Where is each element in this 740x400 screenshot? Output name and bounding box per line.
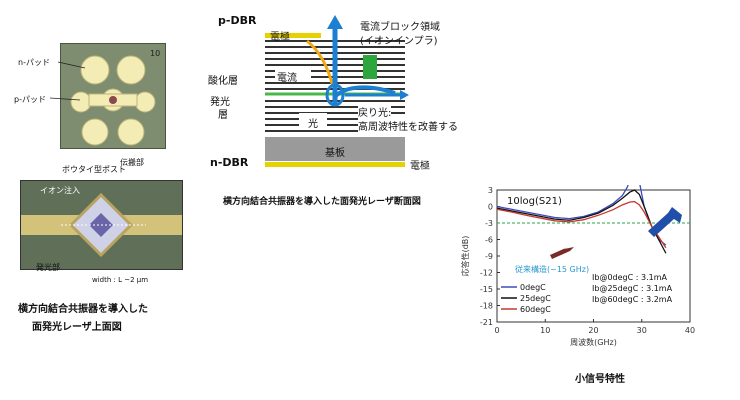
top-electrode-label: 電極: [270, 32, 290, 43]
top-view-caption-1: 横方向結合共振器を導入した: [18, 304, 148, 315]
legend-label-60degC: 60degC: [520, 305, 551, 314]
red-highlight-arrow: [550, 247, 574, 259]
current-path: [306, 39, 335, 88]
y-tick-label: -12: [480, 269, 493, 278]
bowtie-image: [21, 181, 182, 269]
x-tick-label: 10: [540, 326, 550, 335]
p-pad-label: p-パッド: [14, 95, 46, 104]
n-pad-label: n-パッド: [18, 58, 50, 67]
y-tick-label: -21: [480, 318, 493, 327]
oxide-layer-label: 酸化層: [208, 76, 238, 87]
emission-label: 発光部: [36, 263, 60, 272]
current-label: 電流: [277, 73, 297, 84]
block-region-label-2: (イオンインプラ): [360, 36, 438, 47]
legacy-structure-label: 従来構造(~15 GHz): [515, 264, 589, 274]
series-line-60degC: [496, 200, 667, 249]
p-dbr-label: p-DBR: [218, 14, 257, 27]
active-layer-label-1: 発光: [210, 97, 230, 108]
bottom-electrode-label: 電極: [410, 161, 430, 172]
active-layer-label-2: 層: [218, 110, 228, 121]
y-tick-label: -3: [485, 219, 493, 228]
y-tick-label: -6: [485, 236, 493, 245]
y-tick-label: 3: [488, 186, 493, 195]
legend-label-0degC: 0degC: [520, 283, 546, 292]
propagation-label: 伝搬部: [120, 158, 144, 167]
y-tick-label: -9: [485, 252, 493, 261]
y-axis-label: 応答性(dB): [460, 236, 470, 277]
y-tick-label: -15: [480, 285, 493, 294]
legend-label-25degC: 25degC: [520, 294, 551, 303]
block-region: [363, 55, 377, 79]
condition-label: Ib@25degC : 3.1mA: [592, 284, 673, 293]
x-tick-label: 20: [588, 326, 598, 335]
cross-section-caption: 横方向結合共振器を導入した面発光レーザ断面図: [223, 197, 421, 207]
top-view-photo: 10: [60, 43, 166, 149]
feedback-label-1: 戻り光:: [358, 104, 392, 119]
x-tick-label: 30: [637, 326, 647, 335]
series-line-25degC: [496, 189, 667, 254]
marker-number: 10: [150, 49, 160, 58]
cross-section-diagram: [265, 15, 409, 167]
feedback-label-2: 高周波特性を改善する: [358, 118, 458, 133]
width-label: width : L ~2 μm: [92, 276, 149, 284]
light-label: 光: [308, 119, 318, 130]
n-dbr-label: n-DBR: [210, 156, 249, 169]
chart-caption: 小信号特性: [575, 374, 625, 385]
condition-label: Ib@0degC : 3.1mA: [592, 273, 667, 282]
substrate-label: 基板: [325, 148, 345, 159]
top-electrode: [265, 33, 321, 38]
x-tick-label: 40: [685, 326, 695, 335]
substrate-block: [265, 137, 405, 161]
post-label: ボウタイ型ポスト: [62, 165, 126, 174]
injection-label: イオン注入: [40, 186, 80, 195]
y-tick-label: 0: [488, 203, 493, 212]
x-tick-label: 0: [494, 326, 499, 335]
top-view-caption-2: 面発光レーザ上面図: [32, 322, 122, 333]
x-axis-label: 周波数(GHz): [570, 337, 617, 347]
blue-highlight-arrow: [648, 207, 682, 237]
chart-title: 10log(S21): [507, 196, 562, 207]
condition-label: Ib@60degC : 3.2mA: [592, 295, 673, 304]
bottom-electrode: [265, 162, 405, 167]
block-region-label-1: 電流ブロック領域: [360, 22, 440, 33]
pointer-lines: [49, 61, 86, 101]
bowtie-photo: [20, 180, 183, 270]
pad-layout-image: 10: [61, 44, 165, 148]
y-tick-label: -18: [480, 302, 493, 311]
